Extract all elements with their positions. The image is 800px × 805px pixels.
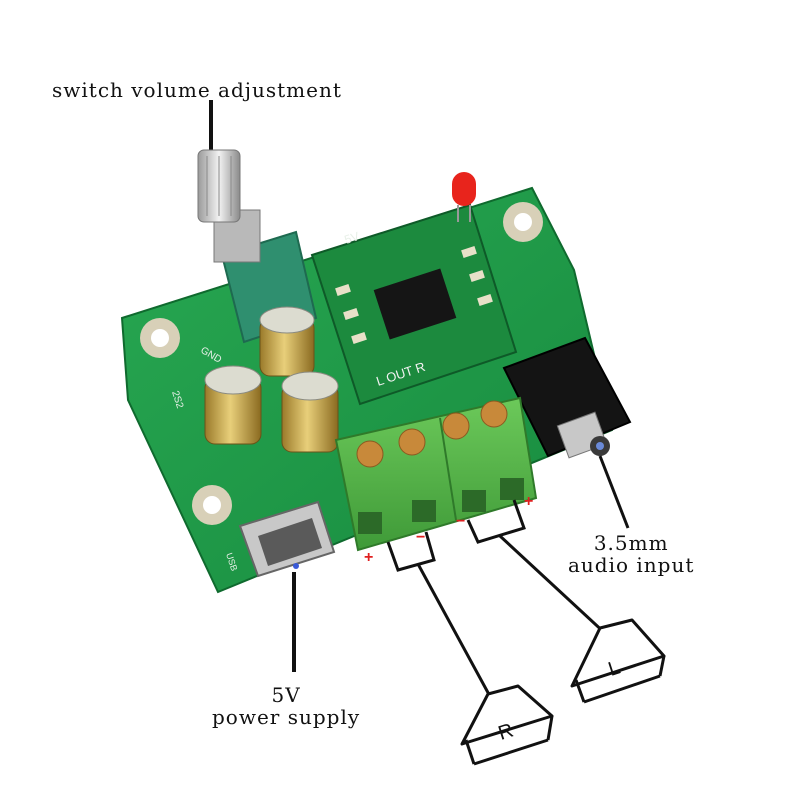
audio-jack-3-5mm[interactable]: [502, 336, 632, 459]
cap-marking: 2S2: [169, 390, 185, 411]
left-minus-mark: −: [456, 513, 465, 530]
right-speaker-symbol: R: [460, 684, 554, 766]
micro-usb-port[interactable]: [238, 500, 336, 578]
audio-input-label: 3.5mm audio input: [568, 532, 694, 576]
terminal-block[interactable]: [334, 396, 538, 552]
mounting-hole: [140, 318, 180, 358]
terminal-screw[interactable]: [398, 428, 426, 456]
volume-adjustment-label: switch volume adjustment: [52, 78, 342, 102]
power-supply-line2: power supply: [212, 705, 361, 729]
audio-callout-line: [598, 455, 630, 529]
right-speaker-bracket: [386, 531, 436, 572]
amplifier-submodule: [310, 203, 518, 406]
volume-adjustment-text: switch volume adjustment: [52, 78, 342, 102]
left-speaker-wire: [498, 534, 610, 638]
mounting-hole: [503, 202, 543, 242]
right-speaker-label: R: [496, 719, 517, 744]
audio-input-line2: audio input: [568, 553, 695, 577]
terminal-screw[interactable]: [442, 412, 470, 440]
module-5v-marking: 5V: [343, 229, 361, 247]
terminal-screw[interactable]: [480, 400, 508, 428]
capacitor: [204, 365, 262, 445]
mounting-hole: [192, 485, 232, 525]
power-led: [452, 172, 476, 222]
right-speaker-wire: [416, 563, 494, 701]
left-speaker-symbol: L: [570, 618, 666, 704]
terminal-screw[interactable]: [356, 440, 384, 468]
capacitor: [281, 371, 339, 453]
audio-input-line1: 3.5mm: [593, 531, 669, 555]
power-supply-label: 5V power supply: [212, 684, 360, 728]
right-plus-mark: +: [364, 549, 373, 566]
left-plus-mark: +: [524, 493, 533, 510]
power-supply-line1: 5V: [271, 683, 301, 707]
capacitor: [259, 306, 315, 377]
right-minus-mark: −: [416, 529, 425, 546]
